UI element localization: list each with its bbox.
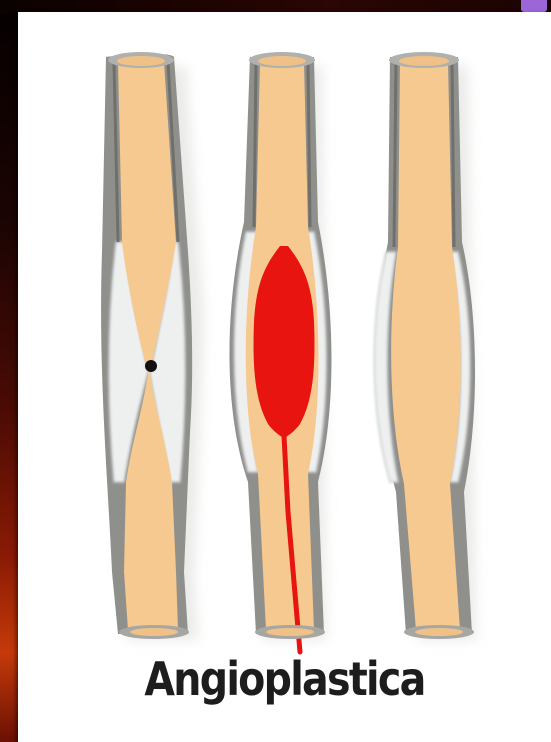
illustration-card: Angioplastica [18,12,551,742]
corner-tab [521,0,547,12]
vessel-widened [374,52,476,640]
vessel-balloon [229,52,331,652]
guidewire-tip-icon [145,360,157,372]
diagram-caption: Angioplastica [55,652,513,706]
angioplasty-diagram [18,12,551,742]
vessel-narrowed [101,52,204,640]
